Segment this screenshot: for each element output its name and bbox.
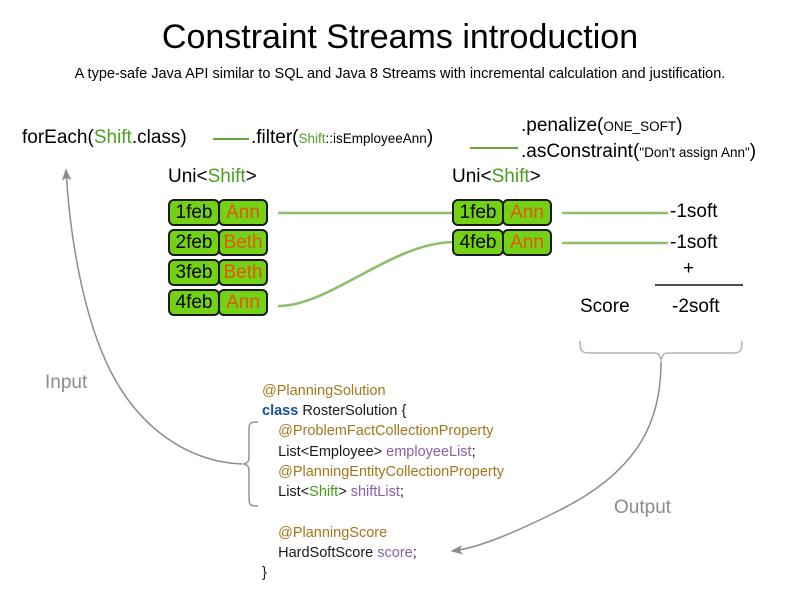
code-token-ann: @ProblemFactCollectionProperty [278, 423, 494, 440]
code-token-typ: HardSoftScore [278, 545, 378, 562]
filter-arg-type: Shift [298, 131, 326, 146]
pipeline-connector-1 [213, 138, 249, 140]
as-constraint-suffix: ) [749, 141, 757, 162]
code-token-typ: } [262, 565, 267, 582]
domain-code-block-tail: @PlanningScore HardSoftScore score;} [262, 523, 417, 584]
code-line: @PlanningSolution [262, 381, 504, 401]
score-total-value: -2soft [672, 296, 720, 317]
foreach-prefix: forEach( [22, 127, 94, 148]
code-token-ann: @PlanningSolution [262, 383, 386, 399]
code-line: List<Shift> shiftList; [262, 482, 504, 502]
shift-employee-cell: Beth [218, 259, 268, 286]
code-token-typ: RosterSolution { [298, 403, 407, 420]
uni-label-right: Uni<Shift> [452, 166, 541, 188]
code-token-fld: shiftList [350, 484, 400, 501]
code-line: @PlanningEntityCollectionProperty [262, 462, 504, 482]
uni-right-type: Shift [491, 166, 530, 187]
output-label: Output [614, 497, 672, 518]
code-token-fld: employeeList [386, 443, 472, 460]
uni-left-type: Shift [207, 166, 246, 187]
code-token-grn: Shift [309, 484, 339, 501]
shift-employee-cell: Ann [218, 199, 268, 226]
code-token-fld: score [377, 545, 413, 562]
filter-arg-rest: ::isEmployeeAnn [325, 131, 427, 146]
filter-expression: .filter(Shift::isEmployeeAnn) [251, 128, 433, 147]
as-constraint-prefix: .asConstraint( [521, 141, 640, 162]
uni-left-suffix: > [245, 166, 257, 187]
fields-brace [242, 421, 259, 507]
filter-suffix: ) [426, 127, 434, 148]
code-token-typ: > [338, 484, 351, 501]
page-title: Constraint Streams introduction [161, 18, 639, 56]
uni-right-suffix: > [529, 166, 541, 187]
foreach-expression: forEach(Shift.class) [22, 128, 187, 147]
penalize-suffix: ) [676, 115, 683, 136]
sum-rule-line [655, 284, 743, 286]
match-connector-4feb [277, 240, 453, 308]
pipeline-connector-2 [470, 147, 518, 149]
score-label: Score [580, 296, 630, 317]
shift-employee-cell: Beth [218, 229, 268, 256]
code-line: } [262, 563, 417, 583]
code-token-typ: ; [471, 443, 476, 460]
code-line: @ProblemFactCollectionProperty [262, 421, 504, 441]
score-brace [579, 340, 743, 363]
foreach-suffix: .class) [131, 127, 187, 148]
penalize-arg: ONE_SOFT [603, 119, 677, 134]
uni-label-left: Uni<Shift> [168, 166, 257, 188]
code-line: HardSoftScore score; [262, 543, 417, 563]
shift-date-cell: 4feb [168, 289, 220, 316]
shift-date-cell: 1feb [452, 199, 504, 226]
shift-date-cell: 1feb [168, 199, 220, 226]
penalize-prefix: .penalize( [521, 115, 604, 136]
uni-left-prefix: Uni< [168, 166, 208, 187]
shift-employee-cell: Ann [502, 199, 552, 226]
penalize-expression: .penalize(ONE_SOFT) [521, 116, 682, 135]
code-token-typ: List< [278, 484, 310, 501]
code-token-kw: class [262, 403, 299, 420]
code-token-typ: ; [399, 484, 404, 501]
code-line: class RosterSolution { [262, 401, 504, 421]
shift-date-cell: 4feb [452, 229, 504, 256]
input-label: Input [45, 372, 88, 393]
foreach-type: Shift [93, 127, 132, 148]
uni-right-prefix: Uni< [452, 166, 492, 187]
shift-date-cell: 2feb [168, 229, 220, 256]
sum-operator: + [683, 258, 695, 279]
code-token-typ: ; [412, 545, 417, 562]
page-subtitle: A type-safe Java API similar to SQL and … [74, 66, 726, 82]
as-constraint-expression: .asConstraint("Don't assign Ann") [521, 142, 756, 161]
shift-employee-cell: Ann [502, 229, 552, 256]
code-token-typ: List<Employee> [278, 443, 387, 460]
code-line: @PlanningScore [262, 523, 417, 543]
penalty-value-2: -1soft [670, 232, 718, 253]
shift-date-cell: 3feb [168, 259, 220, 286]
code-line: List<Employee> employeeList; [262, 442, 504, 462]
code-token-ann: @PlanningScore [278, 525, 388, 541]
as-constraint-arg: "Don't assign Ann" [639, 145, 750, 160]
shift-employee-cell: Ann [218, 289, 268, 316]
penalty-value-1: -1soft [670, 201, 718, 222]
filter-prefix: .filter( [251, 127, 299, 148]
code-token-ann: @PlanningEntityCollectionProperty [278, 463, 505, 480]
